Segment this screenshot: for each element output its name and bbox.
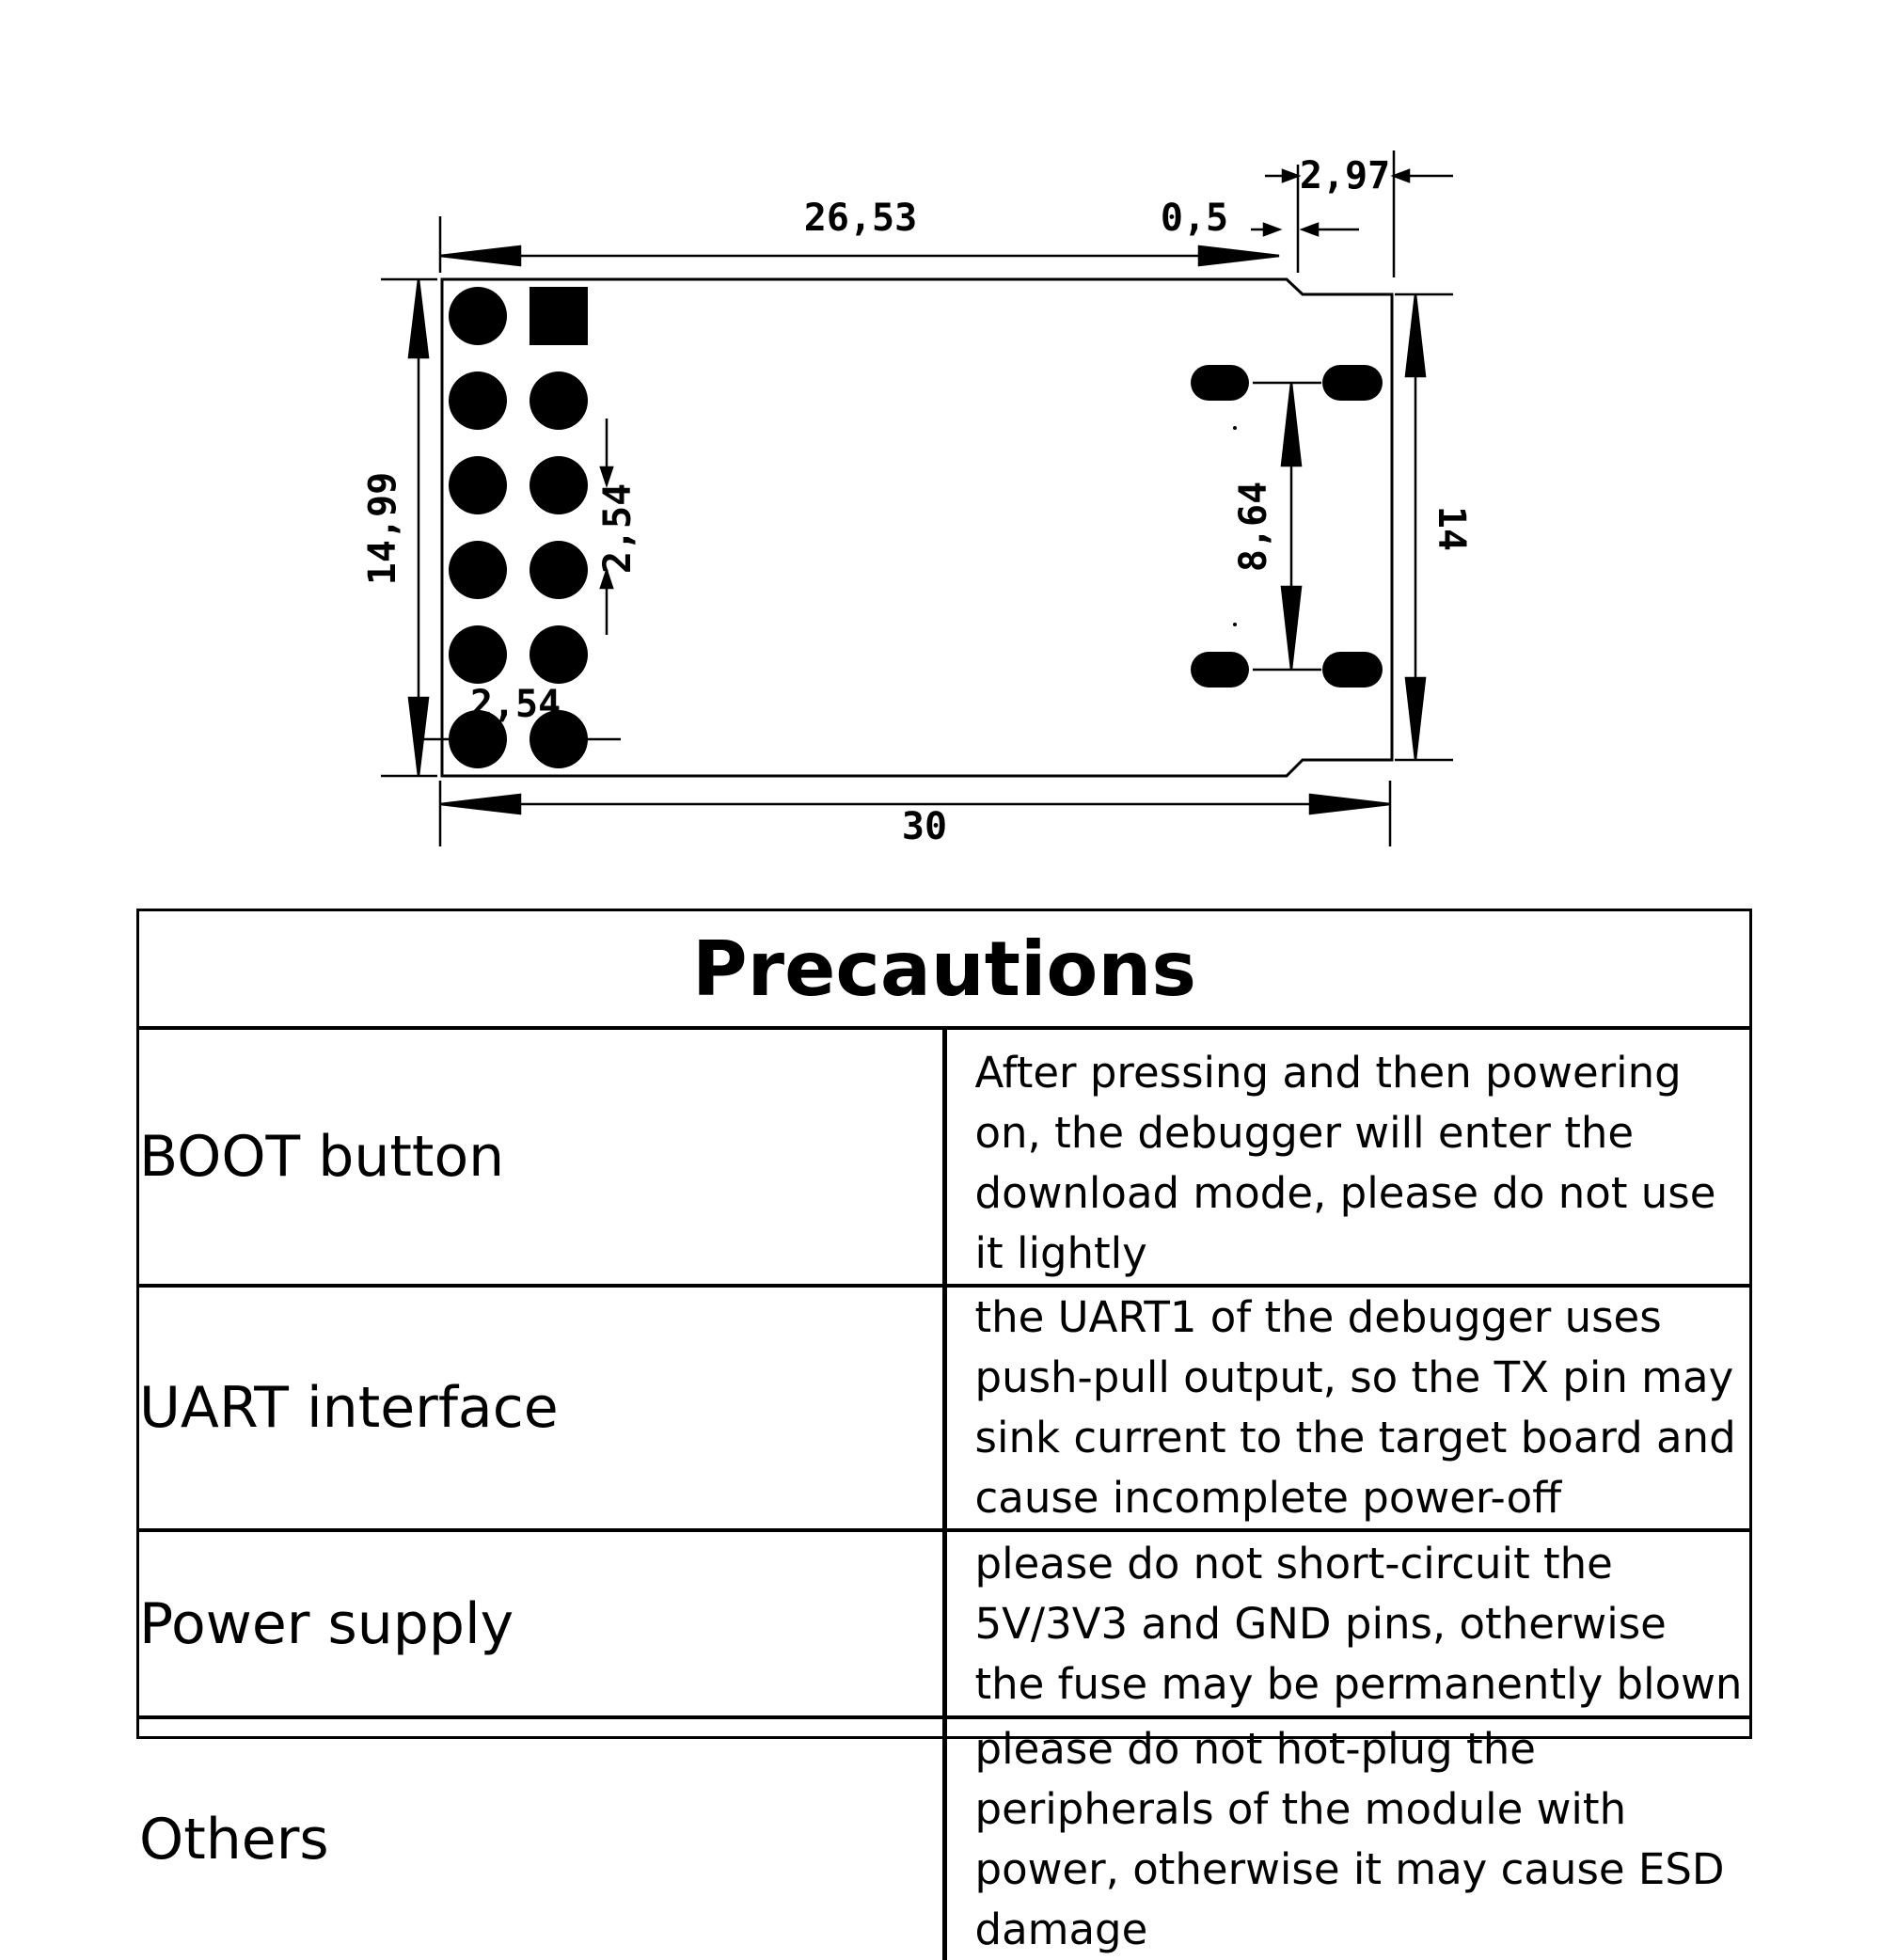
pad bbox=[1191, 652, 1249, 688]
dim-pin-pitch-horizontal: 2,54 bbox=[470, 683, 561, 726]
pcb-dimension-drawing: 26,53 0,5 2,97 14,99 14 30 8,64 2,54 2,5… bbox=[361, 150, 1473, 848]
pin bbox=[449, 371, 507, 430]
dim-left-height: 14,99 bbox=[361, 472, 404, 585]
row-label: UART interface bbox=[139, 1284, 947, 1530]
pin bbox=[530, 541, 588, 599]
row-label: Power supply bbox=[139, 1528, 947, 1717]
dim-bottom-length: 30 bbox=[902, 805, 947, 848]
table-row: Power supply please do not short-circuit… bbox=[139, 1528, 1749, 1717]
pad bbox=[1322, 652, 1383, 688]
dimension-lines bbox=[381, 150, 1453, 846]
dim-notch-offset: 0,5 bbox=[1161, 197, 1228, 240]
precautions-title: Precautions bbox=[139, 911, 1749, 1030]
dim-pin-pitch-vertical: 2,54 bbox=[596, 483, 640, 574]
row-label: Others bbox=[139, 1715, 947, 1960]
pin bbox=[530, 371, 588, 430]
table-row: Others please do not hot-plug the periph… bbox=[139, 1715, 1749, 1960]
pin bbox=[449, 625, 507, 684]
row-description: After pressing and then powering on, the… bbox=[944, 1026, 1749, 1286]
row-description: the UART1 of the debugger uses push-pull… bbox=[944, 1284, 1749, 1530]
dim-tab-width: 2,97 bbox=[1300, 154, 1390, 198]
dim-top-length: 26,53 bbox=[804, 197, 917, 240]
pin bbox=[530, 625, 588, 684]
pin-1-square bbox=[530, 287, 588, 345]
pin bbox=[449, 287, 507, 345]
precautions-table: Precautions BOOT button After pressing a… bbox=[136, 909, 1752, 1960]
row-description: please do not short-circuit the 5V/3V3 a… bbox=[944, 1528, 1749, 1717]
table-row: UART interface the UART1 of the debugger… bbox=[139, 1284, 1749, 1530]
usb-pads bbox=[1191, 365, 1383, 688]
dim-right-height: 14 bbox=[1430, 506, 1473, 551]
pin-header bbox=[449, 287, 588, 768]
table-row: BOOT button After pressing and then powe… bbox=[139, 1026, 1749, 1286]
board-outline bbox=[440, 277, 1394, 778]
pin bbox=[449, 456, 507, 514]
pad bbox=[1191, 365, 1249, 401]
row-description: please do not hot-plug the peripherals o… bbox=[944, 1715, 1749, 1960]
pin bbox=[530, 456, 588, 514]
pin bbox=[449, 541, 507, 599]
dim-pad-spacing: 8,64 bbox=[1232, 482, 1275, 572]
pad bbox=[1322, 365, 1383, 401]
row-label: BOOT button bbox=[139, 1026, 947, 1286]
